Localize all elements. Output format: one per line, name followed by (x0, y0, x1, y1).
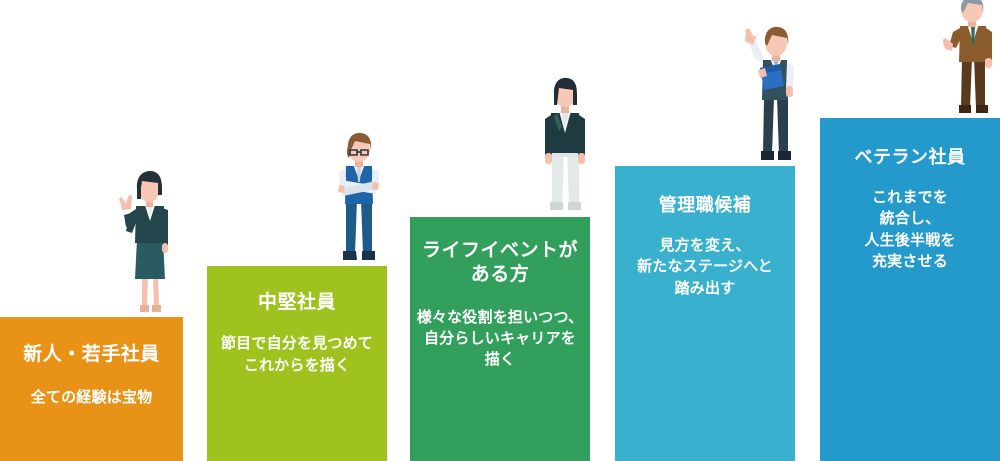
step-title: ライフイベントが ある方 (421, 240, 578, 286)
step-title: 新人・若手社員 (23, 344, 160, 365)
step-life-event-employee[interactable]: ライフイベントが ある方 様々な役割を担いつつ、 自分らしいキャリアを 描く (410, 217, 590, 461)
step-veteran-employee[interactable]: ベテラン社員 これまでを 統合し、 人生後半戦を 充実させる (820, 118, 1000, 461)
step-new-young-employee[interactable]: 新人・若手社員 全ての経験は宝物 (0, 317, 183, 461)
businesswoman-waving-icon (118, 169, 180, 317)
step-description: 様々な役割を担いつつ、 自分らしいキャリアを 描く (416, 308, 584, 369)
step-title: ベテラン社員 (854, 147, 966, 167)
step-description: 節目で自分を見つめて これからを描く (220, 335, 373, 374)
step-description: これまでを 統合し、 人生後半戦を 充実させる (864, 189, 956, 270)
step-management-candidate[interactable]: 管理職候補 見方を変え、 新たなステージへと 踏み出す (615, 166, 795, 461)
businessman-raising-hand-icon (740, 26, 806, 166)
step-title: 中堅社員 (257, 292, 336, 313)
step-description: 見方を変え、 新たなステージへと 踏み出す (637, 237, 773, 297)
step-description: 全ての経験は宝物 (30, 389, 153, 407)
step-title: 管理職候補 (658, 195, 752, 215)
step-mid-career-employee[interactable]: 中堅社員 節目で自分を見つめて これからを描く (207, 266, 387, 461)
businesswoman-standing-icon (535, 77, 595, 217)
businessman-arms-crossed-icon (330, 132, 388, 266)
senior-businessman-icon (943, 0, 1000, 118)
